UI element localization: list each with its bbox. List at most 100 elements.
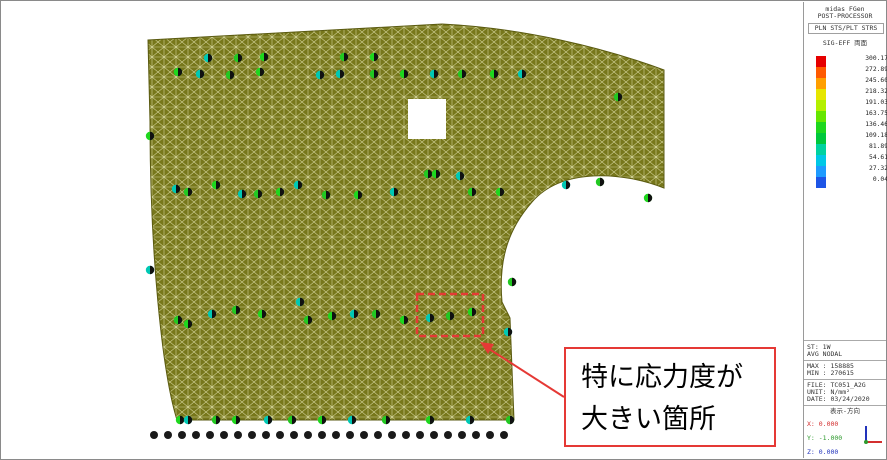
stress-marker-shadow — [188, 415, 193, 425]
support-marker — [458, 431, 466, 439]
stress-marker-shadow — [510, 415, 515, 425]
stress-marker-shadow — [430, 313, 435, 323]
stress-marker-shadow — [340, 69, 345, 79]
result-type-label: PLN STS/PLT STRS — [808, 23, 884, 34]
stress-marker-shadow — [264, 52, 269, 62]
support-marker — [304, 431, 312, 439]
scale-swatch — [816, 78, 826, 89]
stress-marker-shadow — [238, 53, 243, 63]
scale-swatch — [816, 144, 826, 155]
support-marker — [332, 431, 340, 439]
stress-marker-shadow — [508, 327, 513, 337]
scale-swatch — [816, 67, 826, 78]
legend-panel: midas FGen POST-PROCESSOR PLN STS/PLT ST… — [803, 2, 887, 458]
scale-value: 27.32 — [869, 165, 887, 172]
support-marker — [178, 431, 186, 439]
stress-marker-shadow — [188, 319, 193, 329]
callout-box: 特に応力度が 大きい箇所 — [564, 347, 776, 447]
stress-marker-shadow — [352, 415, 357, 425]
scale-value: 0.04 — [872, 176, 887, 183]
stress-marker-shadow — [178, 315, 183, 325]
support-marker — [346, 431, 354, 439]
scale-value: 163.75 — [865, 110, 887, 117]
stress-marker-shadow — [394, 187, 399, 197]
stress-marker-shadow — [436, 169, 441, 179]
scale-swatch — [816, 100, 826, 111]
stress-marker-shadow — [358, 190, 363, 200]
stress-marker-shadow — [236, 305, 241, 315]
stress-marker-shadow — [648, 193, 653, 203]
stress-marker-shadow — [298, 180, 303, 190]
support-marker — [192, 431, 200, 439]
support-marker — [472, 431, 480, 439]
support-marker — [248, 431, 256, 439]
support-marker — [500, 431, 508, 439]
support-marker — [234, 431, 242, 439]
legend-title-line-2: POST-PROCESSOR — [817, 12, 873, 20]
high-stress-highlight-box — [415, 292, 485, 338]
scale-swatch — [816, 122, 826, 133]
stress-marker-shadow — [376, 309, 381, 319]
stress-marker-shadow — [472, 307, 477, 317]
stress-marker-shadow — [322, 415, 327, 425]
scale-swatch — [816, 155, 826, 166]
stress-marker-shadow — [462, 69, 467, 79]
support-marker — [388, 431, 396, 439]
scale-value: 191.03 — [865, 99, 887, 106]
stress-marker-shadow — [150, 131, 155, 141]
min-label: MIN : 270615 — [807, 369, 854, 377]
stress-marker-shadow — [236, 415, 241, 425]
model-viewport[interactable] — [2, 2, 802, 457]
stress-marker-shadow — [242, 189, 247, 199]
stress-marker-shadow — [404, 315, 409, 325]
stress-marker-shadow — [374, 52, 379, 62]
scale-value: 245.60 — [865, 77, 887, 84]
support-marker — [276, 431, 284, 439]
stress-marker-shadow — [600, 177, 605, 187]
stress-marker-shadow — [176, 184, 181, 194]
stress-marker-shadow — [188, 187, 193, 197]
scale-value: 272.89 — [865, 66, 887, 73]
coord-y: Y: -1.000 — [807, 434, 843, 442]
support-marker — [262, 431, 270, 439]
stress-marker-shadow — [450, 311, 455, 321]
stress-marker-shadow — [470, 415, 475, 425]
callout-line-2: 大きい箇所 — [581, 404, 716, 435]
component-label: SIG-EFF 両面 — [822, 39, 868, 47]
unit-label: UNIT: N/mm² — [807, 388, 851, 396]
view-direction-label: 表示-方向 — [830, 407, 860, 415]
stress-marker-shadow — [500, 187, 505, 197]
stress-marker-shadow — [268, 415, 273, 425]
stress-marker-shadow — [618, 92, 623, 102]
stress-marker-shadow — [460, 171, 465, 181]
scale-value: 109.18 — [865, 132, 887, 139]
support-marker — [374, 431, 382, 439]
stress-marker-shadow — [308, 315, 313, 325]
support-marker — [402, 431, 410, 439]
scale-swatch — [816, 56, 826, 67]
support-marker — [318, 431, 326, 439]
support-marker — [206, 431, 214, 439]
scale-value: 218.32 — [865, 88, 887, 95]
stress-marker-shadow — [494, 69, 499, 79]
max-label: MAX : 158885 — [807, 362, 854, 370]
scale-swatch — [816, 111, 826, 122]
stress-marker-shadow — [258, 189, 263, 199]
steel-plate-mesh — [147, 23, 665, 421]
legend-title-line-1: midas FGen — [825, 5, 865, 13]
date-label: DATE: 03/24/2020 — [807, 395, 870, 403]
stress-marker-shadow — [208, 53, 213, 63]
stress-marker-shadow — [216, 180, 221, 190]
stress-marker-shadow — [566, 180, 571, 190]
stress-marker-shadow — [354, 309, 359, 319]
support-marker — [164, 431, 172, 439]
support-marker — [290, 431, 298, 439]
stress-marker-shadow — [178, 67, 183, 77]
stress-marker-shadow — [326, 190, 331, 200]
support-marker — [444, 431, 452, 439]
avg-label: AVG NODAL — [807, 350, 843, 358]
stress-marker-shadow — [280, 187, 285, 197]
support-marker — [360, 431, 368, 439]
stress-marker-shadow — [212, 309, 217, 319]
support-marker — [486, 431, 494, 439]
